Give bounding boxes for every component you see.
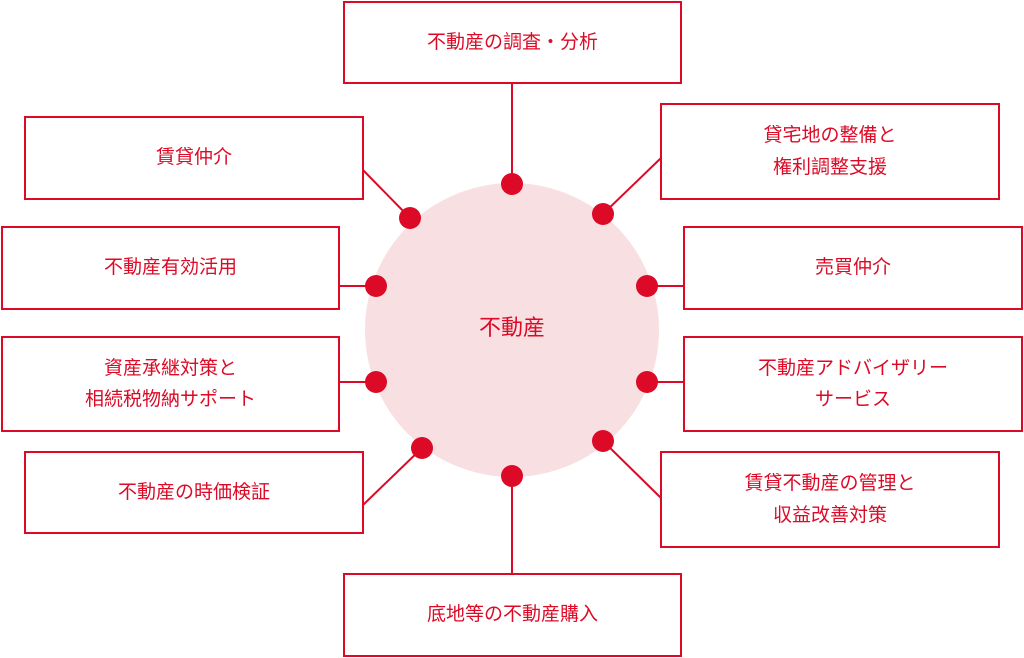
node-valuation: 不動産の時価検証 — [24, 451, 364, 534]
connector-dot — [501, 173, 523, 195]
connector-dot — [592, 430, 614, 452]
connector-dot — [365, 371, 387, 393]
connector-line — [602, 440, 662, 499]
node-research: 不動産の調査・分析 — [343, 1, 682, 84]
connector-dot — [411, 437, 433, 459]
connector-line — [602, 157, 662, 215]
node-rental-brokerage: 賃貸仲介 — [24, 116, 364, 200]
node-leased-land: 貸宅地の整備と 権利調整支援 — [660, 103, 1000, 200]
node-land-purchase: 底地等の不動産購入 — [343, 573, 682, 657]
connector-dot — [636, 275, 658, 297]
connector-line — [362, 447, 423, 506]
connector-dot — [636, 371, 658, 393]
node-succession: 資産承継対策と 相続税物納サポート — [1, 336, 340, 432]
connector-line — [362, 169, 411, 219]
node-effective-use: 不動産有効活用 — [1, 226, 340, 310]
center-label: 不動産 — [478, 316, 545, 341]
connector-dot — [501, 465, 523, 487]
connector-dot — [365, 275, 387, 297]
node-advisory: 不動産アドバイザリー サービス — [683, 336, 1023, 432]
connector-dot — [592, 203, 614, 225]
connector-dot — [399, 207, 421, 229]
node-sales-brokerage: 売買仲介 — [683, 226, 1023, 310]
node-rental-management: 賃貸不動産の管理と 収益改善対策 — [660, 451, 1000, 548]
center-circle — [365, 183, 659, 477]
